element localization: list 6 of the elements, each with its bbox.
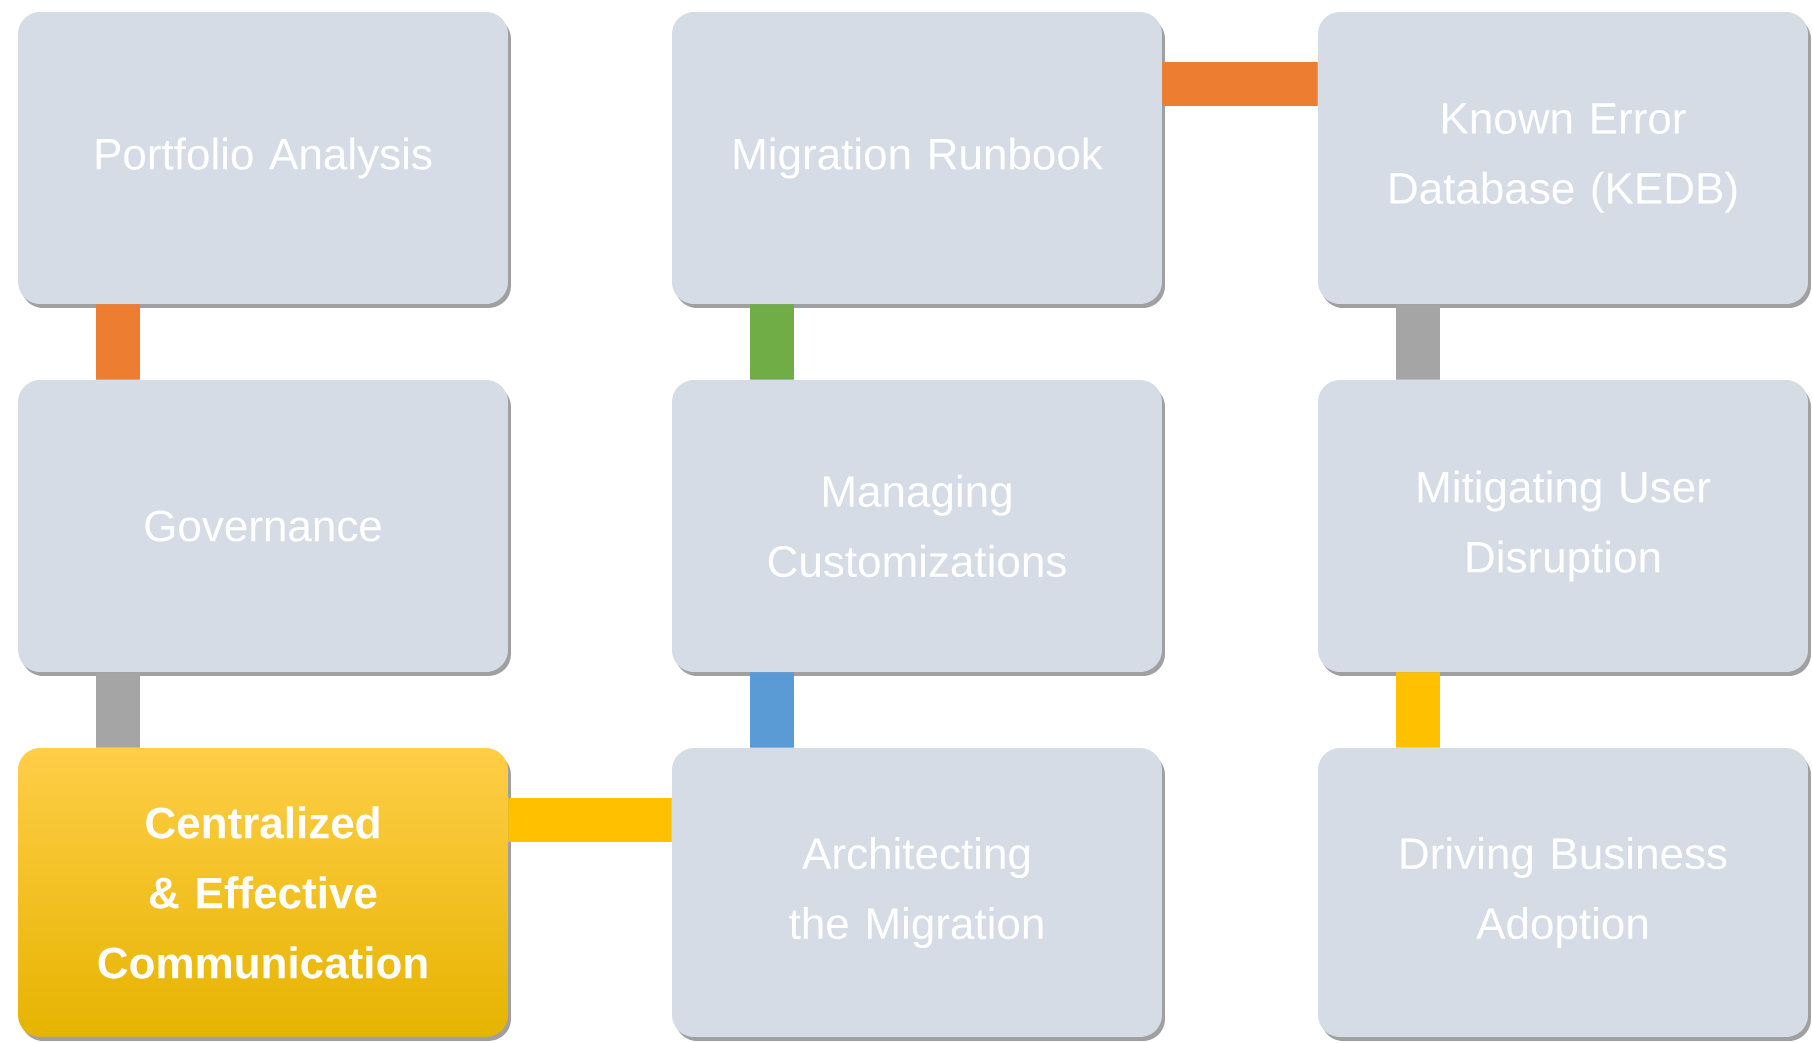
connector-bar [750, 304, 794, 380]
connector-bar [508, 798, 672, 842]
connector-bar [750, 672, 794, 748]
process-box: Centralized & Effective Communication [18, 748, 511, 1041]
connector-bar [1396, 672, 1440, 748]
connector-bar [96, 304, 140, 380]
